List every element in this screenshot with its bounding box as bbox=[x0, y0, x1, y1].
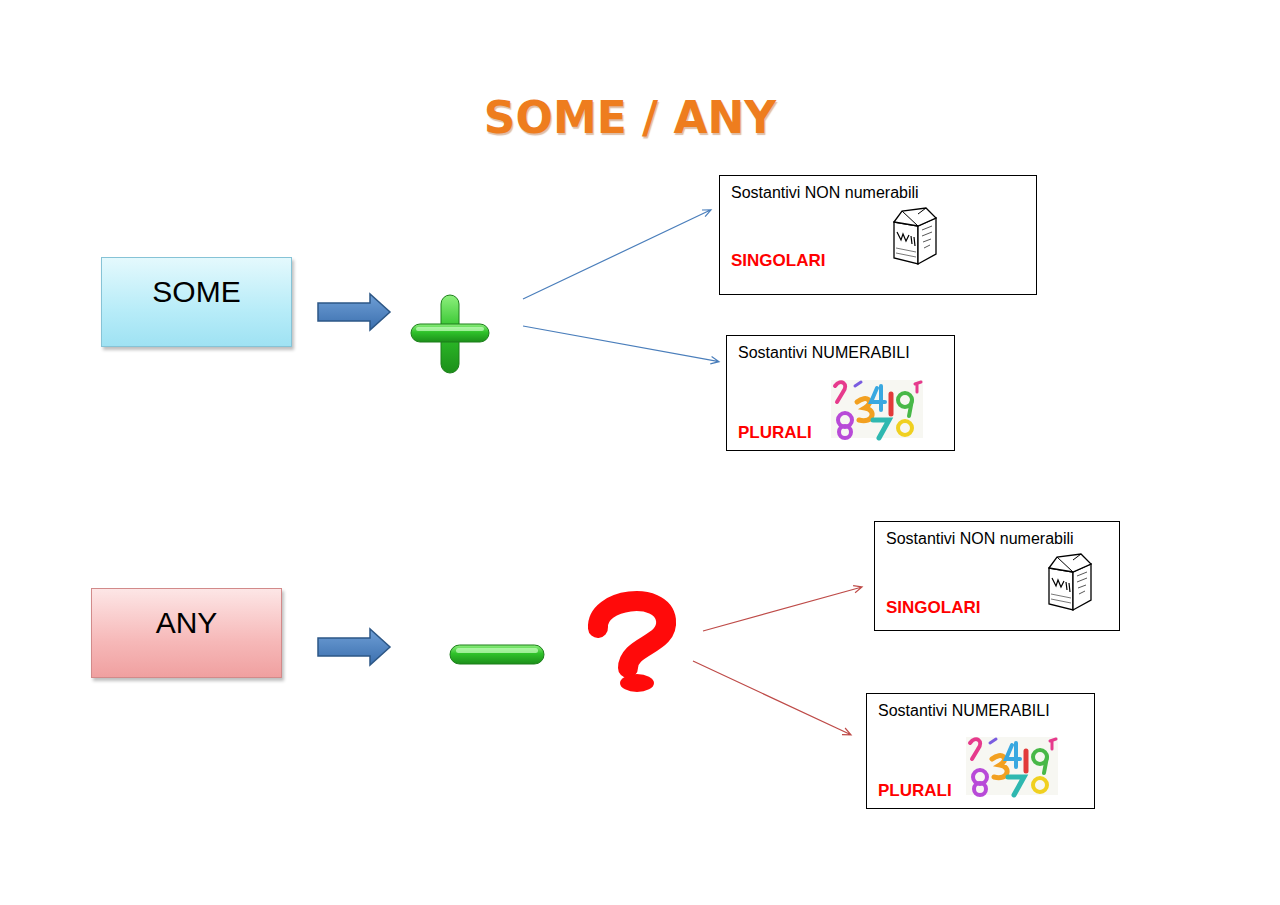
milk-carton-part bbox=[1049, 568, 1073, 610]
numbers-picture-part bbox=[1024, 751, 1029, 771]
milk-carton-part bbox=[1057, 554, 1081, 572]
numbers-picture-part bbox=[992, 756, 1007, 778]
milk-carton-part bbox=[894, 222, 918, 264]
numbers-picture-part bbox=[835, 382, 845, 402]
numbers-picture-part bbox=[974, 783, 986, 795]
question-mark-part bbox=[620, 674, 654, 692]
box-text: Sostantivi NUMERABILI bbox=[878, 702, 1050, 720]
numbers-picture-part bbox=[839, 426, 851, 438]
connector-arrow bbox=[523, 326, 719, 364]
numbers-picture-part bbox=[1044, 757, 1047, 773]
numbers-picture-part bbox=[1050, 739, 1056, 749]
milk-carton bbox=[1049, 554, 1091, 610]
connector-arrow bbox=[523, 210, 711, 299]
milk-carton-part bbox=[1051, 594, 1071, 603]
numbers-picture-part bbox=[898, 393, 912, 407]
numbers-picture-part bbox=[1033, 750, 1047, 764]
box-note: SINGOLARI bbox=[886, 598, 980, 618]
noun-type-box: Sostantivi NON numerabiliSINGOLARI bbox=[874, 521, 1120, 631]
connector-arrow bbox=[703, 586, 862, 631]
connector-arrow bbox=[693, 661, 851, 735]
block-arrow bbox=[318, 629, 390, 665]
plus-symbol-part bbox=[411, 324, 489, 342]
numbers-picture-part bbox=[970, 739, 980, 759]
milk-carton-part bbox=[1052, 578, 1070, 592]
milk-carton-part bbox=[902, 208, 926, 226]
noun-type-box: Sostantivi NUMERABILI PLURALI bbox=[726, 335, 955, 451]
numbers-picture-part bbox=[915, 382, 921, 392]
minus-symbol bbox=[450, 645, 544, 664]
milk-carton-part bbox=[1073, 564, 1091, 610]
milk-carton-part bbox=[896, 248, 916, 257]
numbers-picture-part bbox=[973, 770, 987, 784]
milk-carton-part bbox=[922, 226, 932, 248]
numbers-picture-part bbox=[966, 737, 1058, 795]
minus-symbol-part bbox=[450, 645, 544, 664]
numbers-picture bbox=[966, 737, 1058, 795]
numbers-picture-part bbox=[831, 380, 923, 438]
milk-carton-part bbox=[894, 208, 936, 226]
plus-symbol bbox=[411, 295, 489, 373]
numbers-picture-part bbox=[909, 400, 912, 416]
box-note: SINGOLARI bbox=[731, 251, 825, 271]
minus-symbol-part bbox=[456, 648, 538, 653]
plus-symbol-part bbox=[441, 295, 459, 373]
numbers-picture-part bbox=[1008, 777, 1024, 795]
box-text: SOME bbox=[102, 275, 291, 310]
quantifier-box: SOME bbox=[101, 257, 292, 347]
numbers-picture-part bbox=[871, 386, 885, 410]
box-note: PLURALI bbox=[878, 781, 952, 801]
box-text: Sostantivi NON numerabili bbox=[731, 184, 919, 202]
numbers-picture-part bbox=[889, 394, 894, 414]
milk-carton-part bbox=[1077, 572, 1087, 594]
noun-type-box: Sostantivi NON numerabiliSINGOLARI bbox=[719, 175, 1037, 295]
milk-carton-part bbox=[918, 218, 936, 264]
numbers-picture-part bbox=[838, 413, 852, 427]
box-text: Sostantivi NUMERABILI bbox=[738, 344, 910, 362]
question-mark bbox=[598, 601, 666, 692]
numbers-picture-part bbox=[898, 421, 912, 435]
block-arrow-part bbox=[318, 294, 390, 330]
milk-carton-part bbox=[897, 232, 915, 246]
numbers-picture-part bbox=[873, 420, 889, 438]
numbers-picture-part bbox=[857, 399, 872, 421]
numbers-picture-part bbox=[1006, 743, 1020, 767]
numbers-picture-part bbox=[1033, 778, 1047, 792]
block-arrow bbox=[318, 294, 390, 330]
numbers-picture bbox=[831, 380, 923, 438]
quantifier-box: ANY bbox=[91, 588, 282, 678]
question-mark-part bbox=[598, 601, 666, 668]
box-text: ANY bbox=[92, 606, 281, 641]
milk-carton bbox=[894, 208, 936, 264]
block-arrow-part bbox=[318, 629, 390, 665]
box-note: PLURALI bbox=[738, 423, 812, 443]
numbers-picture-part bbox=[855, 382, 861, 386]
noun-type-box: Sostantivi NUMERABILI PLURALI bbox=[866, 693, 1095, 809]
box-text: Sostantivi NON numerabili bbox=[886, 530, 1074, 548]
diagram-title: SOME / ANY bbox=[0, 92, 1260, 143]
milk-carton-part bbox=[1049, 554, 1091, 572]
plus-symbol-part bbox=[416, 327, 484, 331]
numbers-picture-part bbox=[990, 739, 996, 743]
